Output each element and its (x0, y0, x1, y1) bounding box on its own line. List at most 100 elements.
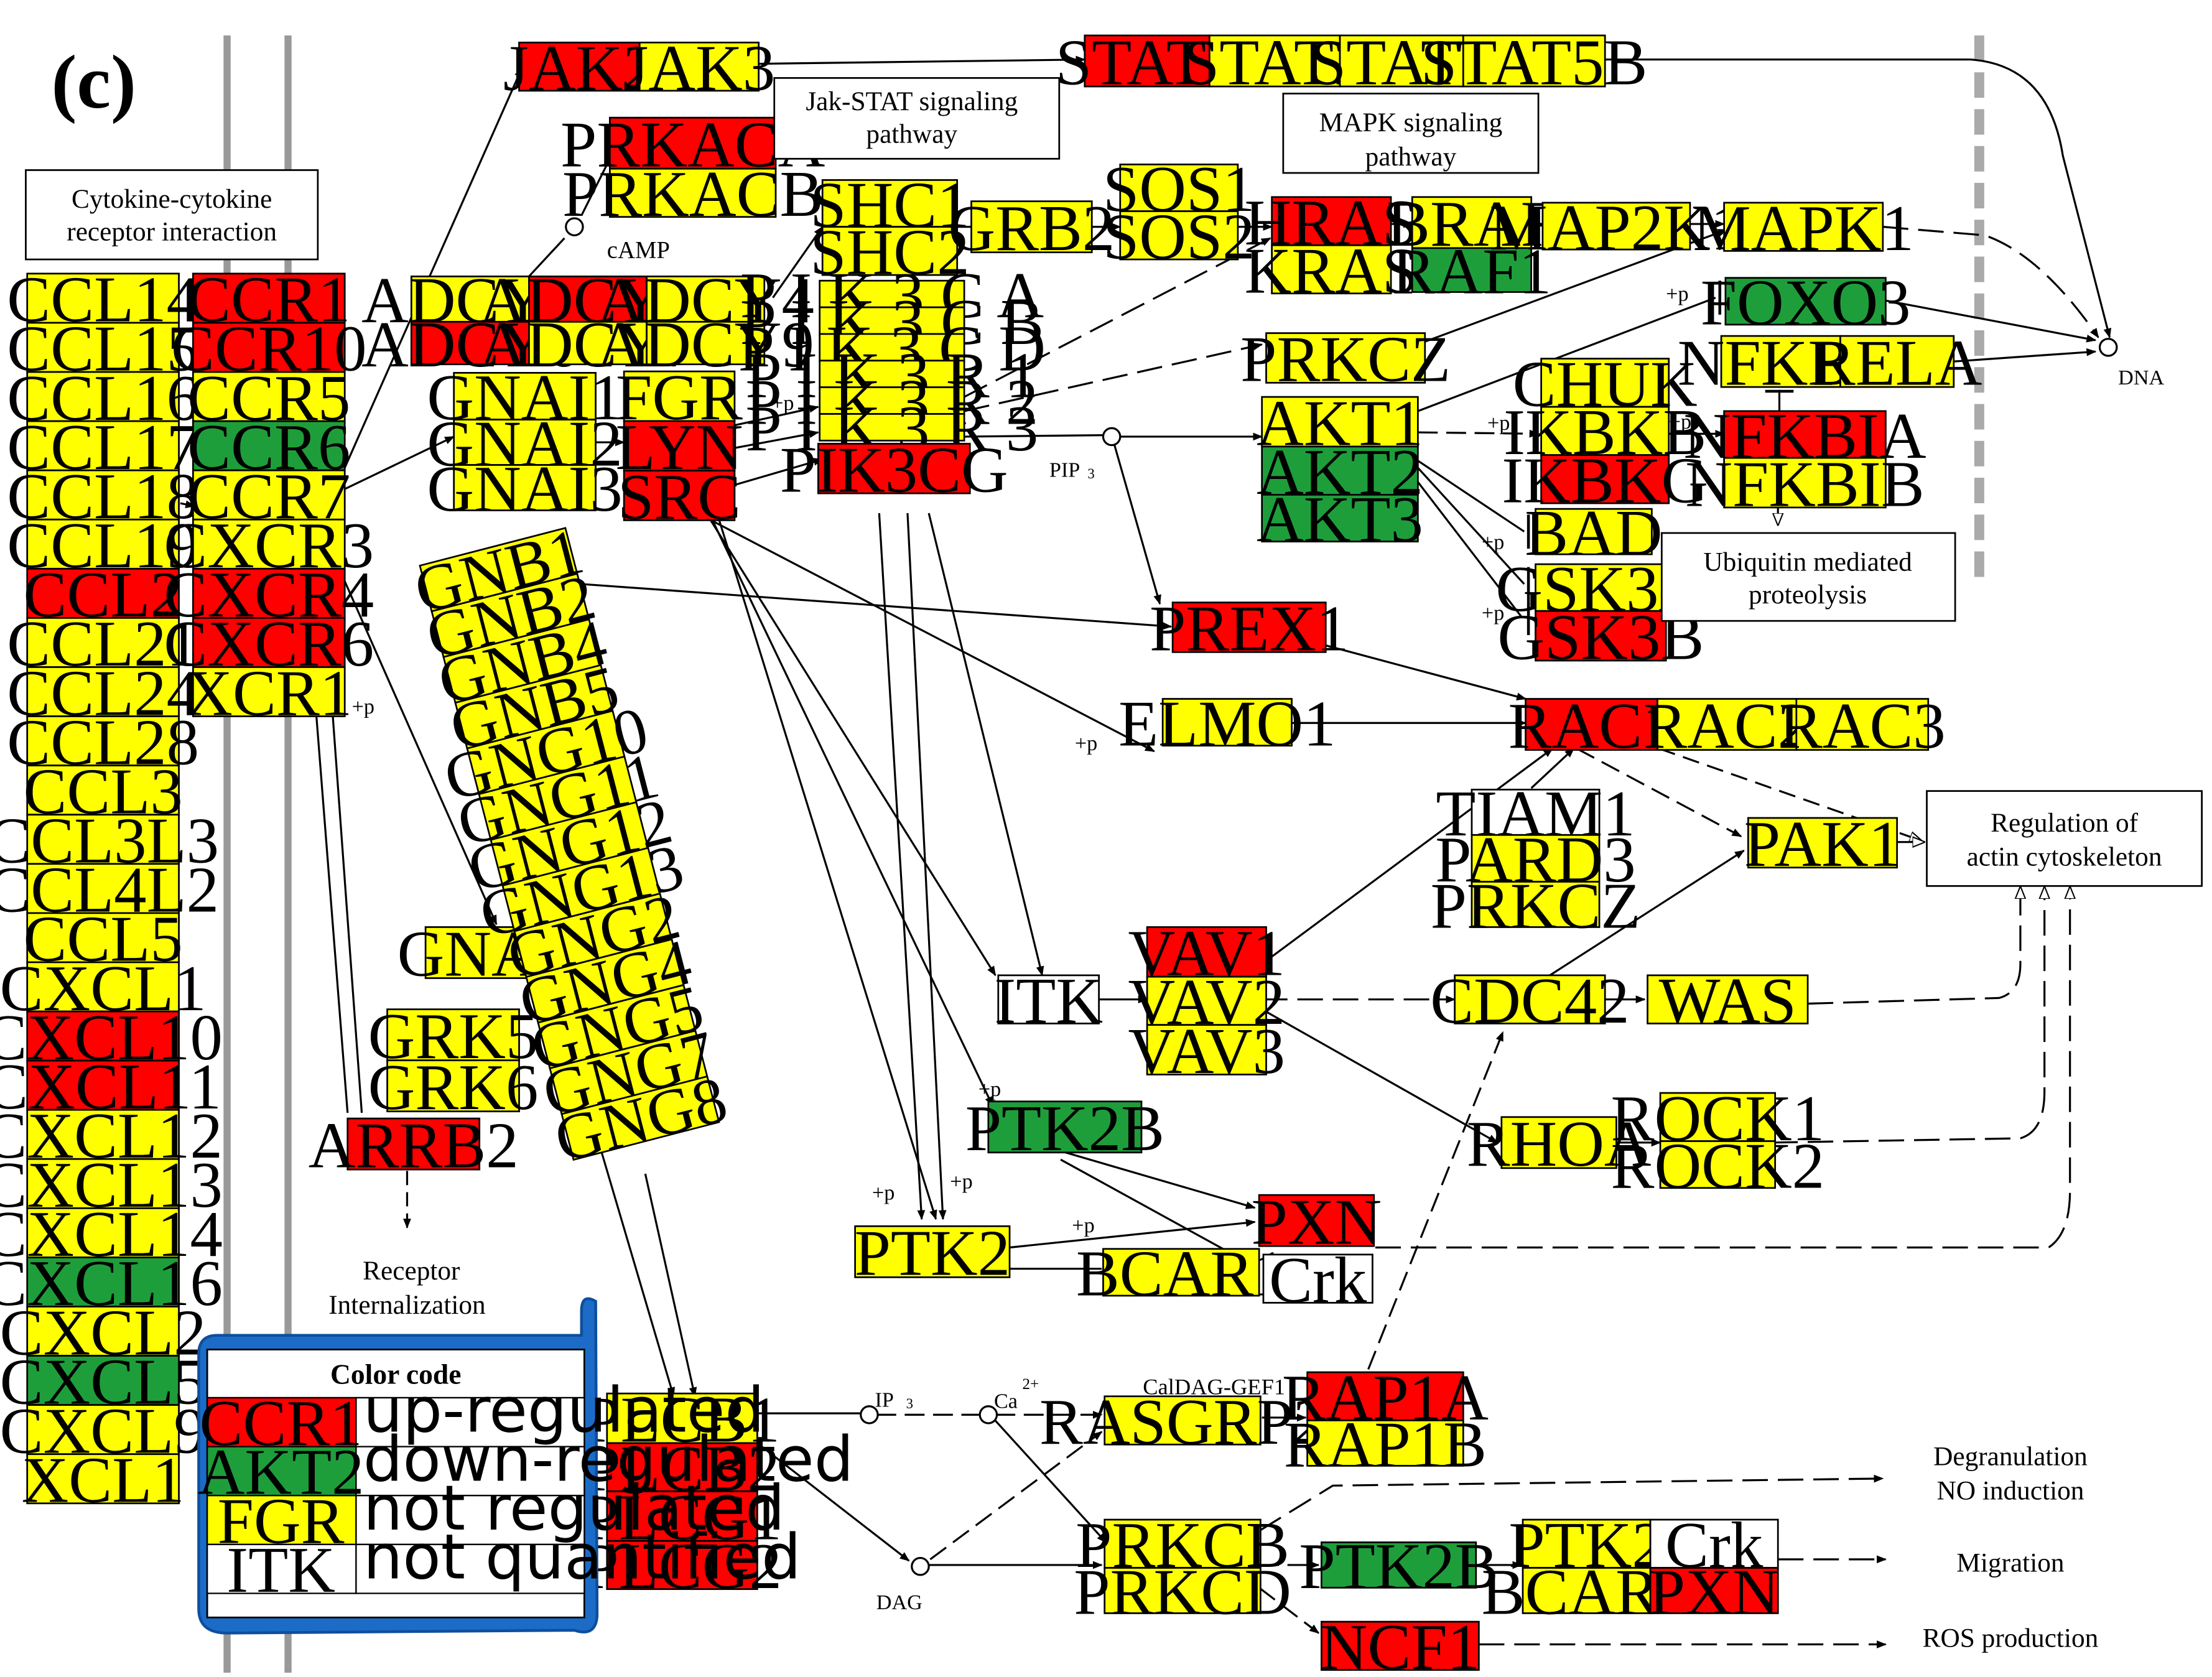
label-p: +p (1482, 531, 1504, 554)
gene-src: SRC (618, 461, 741, 533)
gene-rasgrp2: RASGRP2 (1039, 1386, 1326, 1458)
gene-prkacb: PRKACB (562, 158, 823, 230)
label-dna: DNA (2118, 366, 2164, 389)
gene-label: GRB2 (948, 192, 1115, 264)
gene-crk: Crk (1262, 1244, 1373, 1316)
gene-label: PAK1 (1744, 808, 1902, 880)
label-pathway: pathway (1365, 142, 1457, 172)
gene-label: MAPK1 (1693, 192, 1914, 264)
label-pathway: pathway (866, 119, 957, 149)
gene-label: RAC3 (1779, 690, 1946, 762)
gene-label: PRKCZ (1240, 323, 1451, 396)
gene-akt3: AKT3 (1257, 483, 1423, 555)
gene-was: WAS (1647, 965, 1809, 1037)
gene-label: PRKCZ (1431, 870, 1641, 942)
label-caldag-gef1: CalDAG-GEF1 (1143, 1375, 1285, 1400)
gene-label: PTK2B (1299, 1530, 1498, 1602)
gene-elmo1: ELMO1 (1118, 687, 1336, 760)
gene-ikbkg: IKBKG (1502, 445, 1708, 517)
boxes: CCL14CCL15CCL16CCL17CCL18CCL19CCL2CCL21C… (0, 26, 1982, 1677)
label-regulation-of: Regulation of (1991, 808, 2138, 838)
gene-map2k1: MAP2K1 (1490, 192, 1744, 264)
legend-desc: not regulated (363, 1472, 785, 1545)
label-migration: Migration (1956, 1548, 2064, 1578)
gene-rac2: RAC2 (1643, 690, 1810, 762)
gene-kras: KRAS (1245, 235, 1419, 307)
label-no-induction: NO induction (1937, 1475, 2084, 1505)
legend-desc: not quantified (363, 1521, 801, 1594)
gene-ptk2: PTK2 (854, 1217, 1011, 1289)
label-jak-stat-signaling: Jak-STAT signaling (806, 86, 1018, 116)
label-actin-cytoskeleton: actin cytoskeleton (1967, 842, 2162, 872)
gene-plcg2: PLCG2 (582, 1530, 781, 1602)
label-cytokine-cytokine: Cytokine-cytokine (72, 184, 272, 214)
label-p: +p (1666, 283, 1688, 306)
label-p: +p (771, 392, 794, 415)
gene-stat2: STAT2 (1183, 26, 1366, 98)
label-p: +p (1482, 602, 1504, 625)
gene-label: PXN (1649, 1556, 1780, 1628)
connector-circles (565, 217, 2118, 1576)
gene-stat5b: STAT5B (1421, 26, 1647, 98)
gene-adcy6: ADCY6 (361, 309, 579, 381)
label-mapk-signaling: MAPK signaling (1319, 108, 1503, 137)
gene-label: FOXO3 (1701, 267, 1911, 339)
gene-label: GNAI3 (427, 453, 622, 525)
label-ros-production: ROS production (1923, 1623, 2099, 1653)
gene-label: STAT2 (1183, 26, 1366, 98)
gene-pxn: PXN (1649, 1556, 1780, 1628)
gene-label: XCL1 (22, 1444, 185, 1517)
gene-label: BAD (1525, 497, 1662, 569)
gene-label: ARRB2 (309, 1109, 519, 1181)
label-camp: cAMP (607, 237, 670, 264)
gene-prkcz: PRKCZ (1240, 323, 1451, 396)
gene-label: PRKACB (562, 158, 823, 230)
gene-adcy9: ADCY9 (597, 309, 814, 381)
gene-label: SRC (618, 461, 741, 533)
gene-label: RELA (1812, 327, 1982, 399)
gene-label: IKBKG (1502, 445, 1708, 517)
gene-xcr1: XCR1 (185, 657, 352, 729)
label-3: 3 (1087, 466, 1094, 481)
label-dag: DAG (876, 1591, 922, 1614)
gene-label: PRKCD (1074, 1556, 1291, 1628)
legend-desc: down-regulated (363, 1423, 854, 1495)
gene-label: ITK (994, 965, 1103, 1037)
label-p: +p (1075, 732, 1097, 755)
gene-label: NFKBIB (1685, 448, 1924, 520)
gene-ptk2b: PTK2B (1299, 1530, 1498, 1602)
gene-label: RHOA (1467, 1108, 1652, 1180)
gene-label: BCAR1 (1076, 1238, 1286, 1310)
gene-bcar1: BCAR1 (1076, 1238, 1286, 1310)
gene-label: PREX1 (1150, 593, 1349, 665)
gene-label: SOS2 (1103, 201, 1255, 273)
gene-pak1: PAK1 (1744, 808, 1902, 880)
gene-label: ADCY9 (597, 309, 814, 381)
gene-cdc42: CDC42 (1430, 965, 1629, 1037)
label-degranulation: Degranulation (1933, 1442, 2088, 1472)
label-ca: Ca (994, 1390, 1018, 1413)
gene-stat1: STAT1 (1056, 26, 1238, 98)
gene-pik3cg: PIK3CG (780, 434, 1008, 506)
gene-raf1: RAF1 (1392, 235, 1551, 307)
gene-bad: BAD (1525, 497, 1662, 569)
gene-label: JAK3 (623, 32, 776, 104)
gene-label: ELMO1 (1118, 687, 1336, 760)
gene-gnai3: GNAI3 (427, 453, 622, 525)
gnb-gng-column: GNB1GNB2GNB4GNB5GNG10GNG11GNG12GNG13GNG2… (407, 514, 734, 1176)
gene-label: RAP1B (1284, 1408, 1487, 1480)
gene-foxo3: FOXO3 (1701, 267, 1911, 339)
gene-label: AKT3 (1257, 483, 1423, 555)
gene-sos2: SOS2 (1103, 201, 1255, 273)
edges (180, 55, 2112, 1648)
gene-prkcd: PRKCD (1074, 1556, 1291, 1628)
label-p: +p (352, 695, 374, 718)
label-pip: PIP (1049, 458, 1080, 481)
gene-adcy7: ADCY7 (479, 309, 696, 381)
label-p: +p (978, 1078, 1001, 1101)
gene-rock2: ROCK2 (1611, 1130, 1825, 1202)
